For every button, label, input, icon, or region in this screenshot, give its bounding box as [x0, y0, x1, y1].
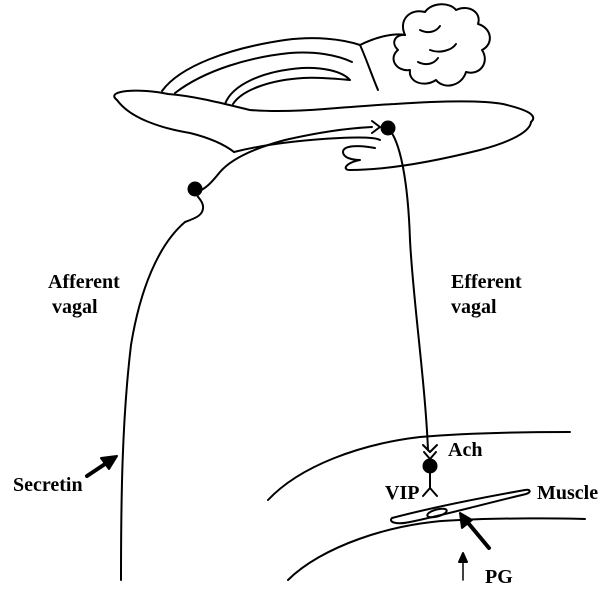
afferent-vagal-label: Afferent vagal: [48, 270, 120, 320]
cerebellum: [394, 4, 490, 85]
efferent-vagal-label: Efferent vagal: [451, 270, 522, 320]
vip-neuron-soma: [424, 460, 437, 473]
efferent-fiber: [388, 128, 428, 450]
gut-wall-lower: [288, 518, 585, 580]
forebrain-body: [114, 91, 533, 122]
cortex-inner-contour: [175, 52, 352, 93]
secretin-label: Secretin: [13, 473, 83, 498]
ach-synapse-terminal: [423, 445, 437, 459]
ach-label: Ach: [448, 438, 482, 463]
cerebellum-folia: [418, 26, 456, 64]
afferent-fiber: [121, 192, 203, 580]
afferent-neuron-soma: [189, 183, 202, 196]
afferent-synapse-terminal: [372, 121, 380, 133]
afferent-label-line1: Afferent: [48, 270, 120, 295]
muscle-label: Muscle: [537, 481, 598, 506]
efferent-label-line2: vagal: [451, 295, 522, 320]
corpus-callosum: [225, 68, 350, 104]
afferent-label-line2: vagal: [48, 295, 120, 320]
vip-label: VIP: [385, 481, 419, 506]
pg-increase-arrowhead: [459, 553, 467, 562]
vip-neuron-axon: [423, 472, 437, 496]
afferent-pathway: [121, 121, 380, 580]
efferent-pathway: [382, 122, 438, 497]
midbrain-contour: [117, 100, 234, 152]
brain-outline: [114, 4, 533, 170]
pg-label: PG: [485, 565, 513, 590]
brainstem-notch: [343, 146, 375, 170]
efferent-label-line1: Efferent: [451, 270, 522, 295]
